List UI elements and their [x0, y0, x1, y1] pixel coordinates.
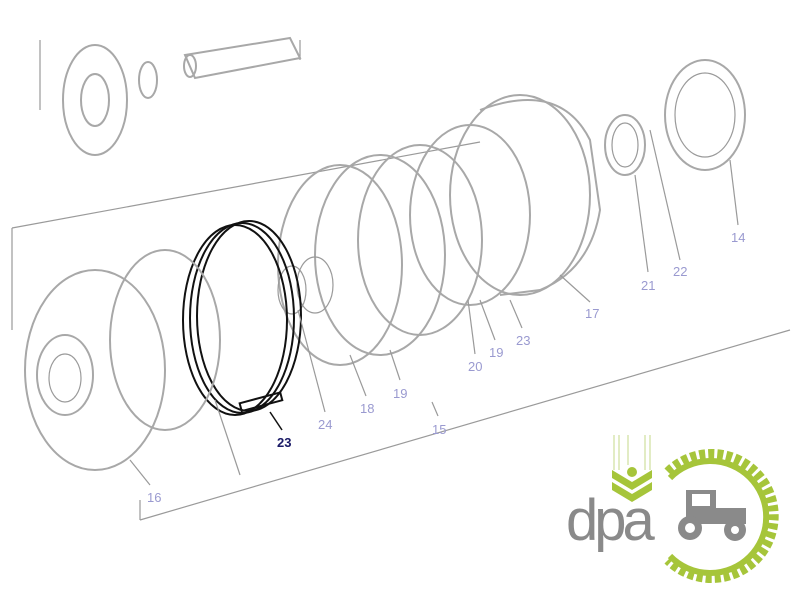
part-14-plate [664, 59, 746, 171]
tractor-icon [678, 490, 746, 541]
callout-14: 14 [731, 230, 745, 245]
callout-19-upper: 19 [489, 345, 503, 360]
shaft-assembly [62, 36, 302, 156]
part-17-housing [409, 94, 602, 306]
callout-19-lower: 19 [393, 386, 407, 401]
parts-18-19-20-discs [277, 144, 483, 366]
callout-16: 16 [147, 490, 161, 505]
callout-17: 17 [585, 306, 599, 321]
gear-ring-icon [664, 449, 779, 583]
part-23-friction-plates [182, 220, 302, 416]
callout-22: 22 [673, 264, 687, 279]
part-21-22-rings [604, 114, 646, 176]
callout-15: 15 [432, 422, 446, 437]
dpa-logo: dpa [566, 435, 779, 583]
callout-21: 21 [641, 278, 655, 293]
logo-text: dpa [566, 488, 656, 553]
part-16-hub [24, 249, 221, 471]
callout-24: 24 [318, 417, 332, 432]
callout-18: 18 [360, 401, 374, 416]
callout-20: 20 [468, 359, 482, 374]
callout-23-upper: 23 [516, 333, 530, 348]
leader-lines [129, 129, 739, 486]
callout-23-highlighted: 23 [277, 435, 291, 450]
wheat-icon [612, 435, 652, 502]
frame-lines [11, 40, 791, 521]
